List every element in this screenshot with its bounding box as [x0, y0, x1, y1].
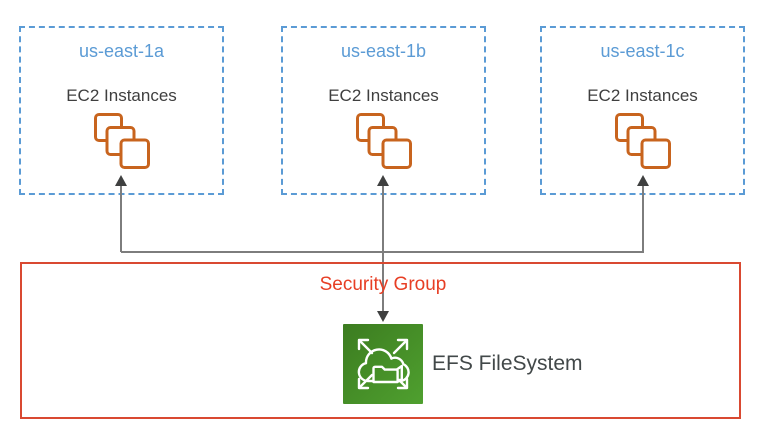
arrowhead-down-efs	[377, 311, 389, 322]
efs-filesystem-icon	[343, 324, 423, 404]
arrowhead-up-zone2	[377, 175, 389, 186]
arrowhead-up-zone1	[115, 175, 127, 186]
ec2-instances-label: EC2 Instances	[66, 85, 177, 105]
arrowhead-up-zone3	[637, 175, 649, 186]
connector-right-vertical	[642, 184, 644, 252]
zone-title: us-east-1a	[78, 41, 165, 61]
ec2-instances-stack-icon	[355, 112, 412, 169]
availability-zone-us-east-1b: us-east-1b EC2 Instances	[281, 26, 486, 195]
ec2-instances-stack-icon	[93, 112, 150, 169]
availability-zone-us-east-1a: us-east-1a EC2 Instances	[19, 26, 224, 195]
security-group-box	[20, 262, 741, 419]
ec2-instances-stack-icon	[614, 112, 671, 169]
efs-filesystem-label: EFS FileSystem	[432, 352, 583, 375]
security-group-label: Security Group	[319, 274, 447, 295]
availability-zone-us-east-1c: us-east-1c EC2 Instances	[540, 26, 745, 195]
zone-title: us-east-1b	[340, 41, 427, 61]
connector-middle-vertical	[382, 184, 384, 312]
connector-left-vertical	[120, 184, 122, 252]
ec2-instances-label: EC2 Instances	[328, 85, 439, 105]
ec2-instances-label: EC2 Instances	[587, 85, 698, 105]
zone-title: us-east-1c	[600, 41, 685, 61]
